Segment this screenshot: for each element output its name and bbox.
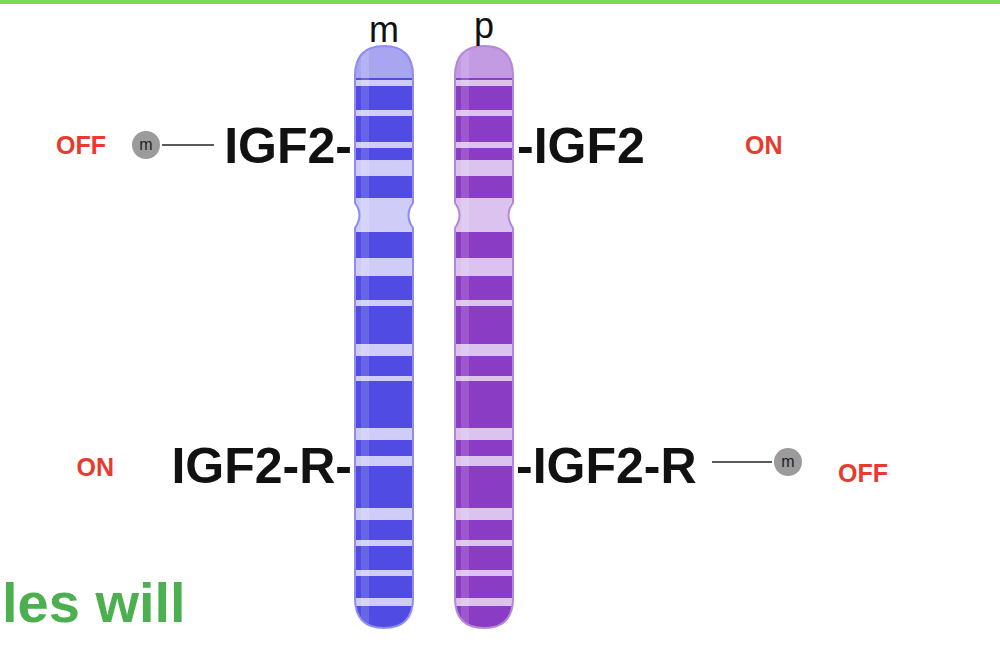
chromosome: [453, 40, 515, 640]
gene-label: IGF2-: [224, 119, 352, 174]
methyl-mark: m: [781, 454, 794, 470]
state-label: ON: [745, 132, 783, 160]
chromosome-outline: [355, 46, 413, 628]
chromosome-name: p: [474, 6, 494, 46]
methyl-group: m: [132, 131, 160, 159]
gene-label: -IGF2-R: [516, 439, 697, 494]
gene-label: IGF2-R-: [171, 439, 352, 494]
chromosome-outline: [455, 46, 513, 628]
chromosome: [353, 40, 415, 640]
chromosome-name: m: [369, 10, 399, 50]
leader-line: [712, 461, 772, 463]
state-label: OFF: [838, 460, 888, 488]
state-label: ON: [77, 454, 115, 482]
header-rule: [0, 0, 1000, 4]
methyl-group: m: [774, 448, 802, 476]
leader-line: [162, 144, 214, 146]
gene-label: -IGF2: [517, 119, 645, 174]
methyl-mark: m: [139, 137, 152, 153]
state-label: OFF: [56, 132, 106, 160]
heading-fragment: les will: [2, 572, 186, 634]
